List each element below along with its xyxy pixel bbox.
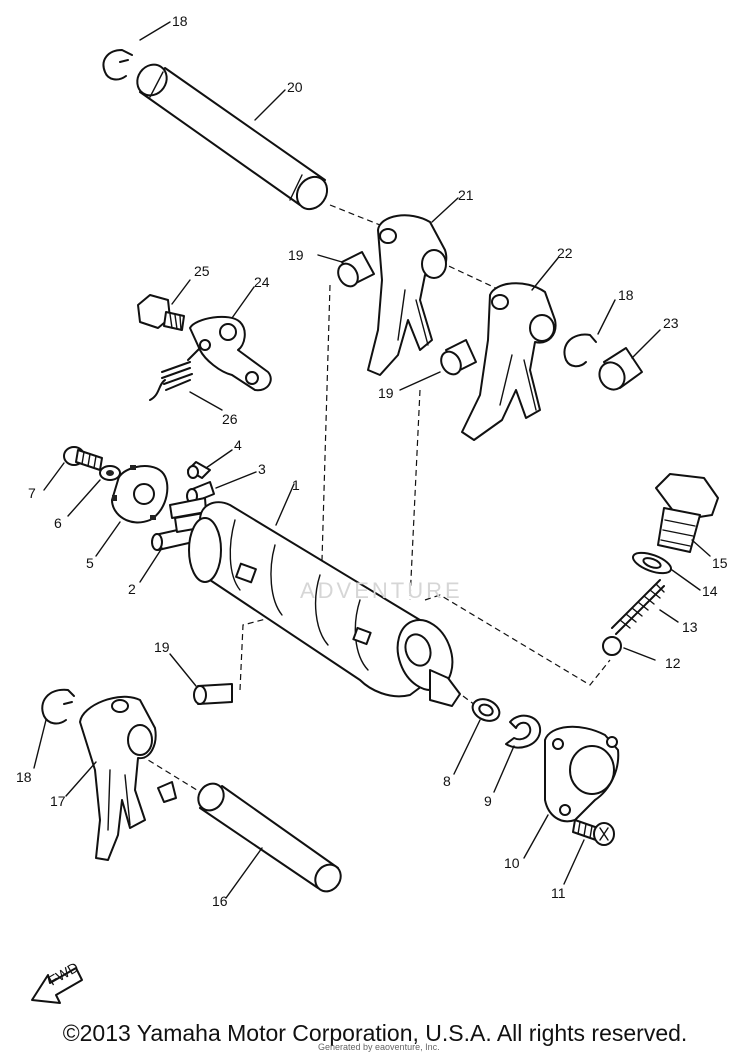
callout-18-top: 18 [172,13,188,29]
callout-12: 12 [665,655,681,671]
shift-fork-shaft-lower [197,782,342,893]
segment-plate-5 [111,465,169,524]
shift-cam-1 [188,501,461,707]
callout-14: 14 [702,583,718,599]
guide-pin-19-low [193,683,233,705]
copyright-notice: ©2013 Yamaha Motor Corporation, U.S.A. A… [62,1020,688,1046]
callout-9: 9 [484,793,492,809]
plug-bolt-15 [655,473,719,553]
callout-19-low: 19 [154,639,170,655]
callout-11: 11 [551,885,566,901]
spring-13 [611,579,665,635]
callout-20: 20 [287,79,303,95]
watermark: ADVENTURE [300,578,463,603]
washer-8 [471,698,501,722]
guide-pin-19-top [337,251,375,288]
washer-6 [99,465,121,481]
circlip-top [102,49,133,81]
fwd-arrow [31,967,83,1004]
screw-7 [63,446,103,471]
callouts: 18 20 21 19 22 25 24 18 23 19 26 4 3 1 7… [16,13,728,989]
bolt-25 [137,294,185,331]
callout-24: 24 [254,274,270,290]
leader-lines [33,21,711,899]
callout-7: 7 [28,485,36,501]
circlip-9 [505,714,542,749]
callout-17: 17 [50,793,66,809]
spring-26 [149,347,201,401]
callout-4: 4 [234,437,242,453]
callout-19-top: 19 [288,247,304,263]
callout-13: 13 [682,619,698,635]
washer-14 [632,551,672,575]
callout-21: 21 [458,187,474,203]
callout-5: 5 [86,555,94,571]
callout-18-right: 18 [618,287,634,303]
callout-10: 10 [504,855,520,871]
shift-fork-17 [79,695,177,861]
alignment-lines [139,204,611,796]
callout-18-lower: 18 [16,769,32,785]
cover-10 [544,725,620,823]
ball-12 [602,636,622,656]
callout-22: 22 [557,245,573,261]
shift-fork-22 [461,282,557,441]
callout-8: 8 [443,773,451,789]
circlip-lower-left [41,688,75,725]
callout-25: 25 [194,263,210,279]
stopper-lever-24 [189,315,272,392]
callout-6: 6 [54,515,62,531]
shift-fork-shaft-upper [136,63,329,211]
callout-15: 15 [712,555,728,571]
callout-3: 3 [258,461,266,477]
callout-16: 16 [212,893,228,909]
pin-4 [187,461,211,479]
guide-pin-19-mid [440,339,477,376]
shift-fork-21 [367,214,448,376]
small-credit: Generated by eaoventure, Inc. [318,1042,440,1052]
circlip-right [563,333,597,368]
callout-26: 26 [222,411,238,427]
callout-19-mid: 19 [378,385,394,401]
callout-23: 23 [663,315,679,331]
callout-1: 1 [292,477,300,493]
callout-2: 2 [128,581,136,597]
screw-11 [572,819,615,846]
